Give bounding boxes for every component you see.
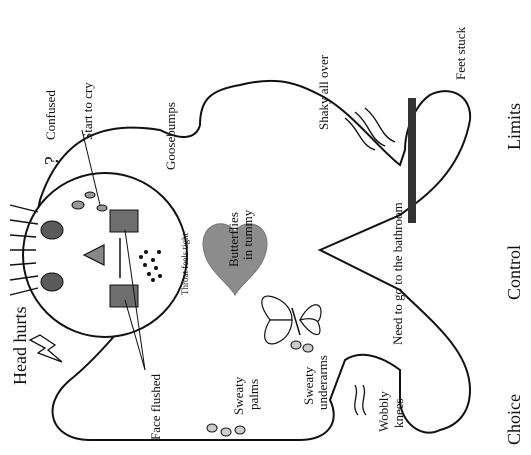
shaky-all-over-label: Shaky all over (316, 54, 331, 130)
head (23, 173, 187, 337)
sweaty-underarms-label: Sweaty (301, 366, 316, 405)
feet-stuck-label: Feet stuck (453, 26, 468, 80)
tear-drop (72, 201, 84, 209)
head-hurts-label: Head hurts (10, 307, 30, 385)
sweaty-palms-label: Sweaty (231, 376, 246, 415)
face-flushed-label: Face flushed (148, 373, 163, 440)
limits-label: Limits (504, 103, 524, 150)
wobbly-knees-label: Wobbly (376, 391, 391, 432)
question-mark: ? (41, 156, 63, 165)
tear-drop (97, 205, 107, 211)
butterflies-label: in tummy (240, 209, 255, 260)
goosebumps-label: Goosebumps (163, 102, 178, 170)
feet-stuck-bar (408, 98, 416, 223)
butterflies-label: Butterflies (226, 212, 241, 267)
lightning-bolt-icon (30, 335, 62, 362)
wobbly-knees-lines (355, 385, 366, 415)
cheek-left (110, 210, 138, 232)
throat-feels-tight-label: Throat feels tight (180, 233, 190, 295)
sweat-drops-underarms (291, 341, 313, 352)
eye-left (41, 221, 63, 239)
wobbly-knees-label: knees (391, 398, 406, 428)
sweat-drops-palms (207, 424, 245, 436)
choice-label: Choice (504, 394, 524, 445)
start-to-cry-label: Start to cry (80, 82, 95, 140)
eye-right (41, 273, 63, 291)
tear-drop (85, 192, 95, 198)
need-bathroom-label: Need to go to the bathroom (390, 202, 405, 345)
control-label: Control (504, 245, 524, 300)
butterfly-icon (262, 296, 321, 344)
shaky-lines (345, 108, 395, 150)
confused-label: Confused (43, 90, 58, 140)
sweaty-underarms-label: underarms (315, 355, 330, 410)
sweaty-palms-label: palms (246, 379, 261, 410)
